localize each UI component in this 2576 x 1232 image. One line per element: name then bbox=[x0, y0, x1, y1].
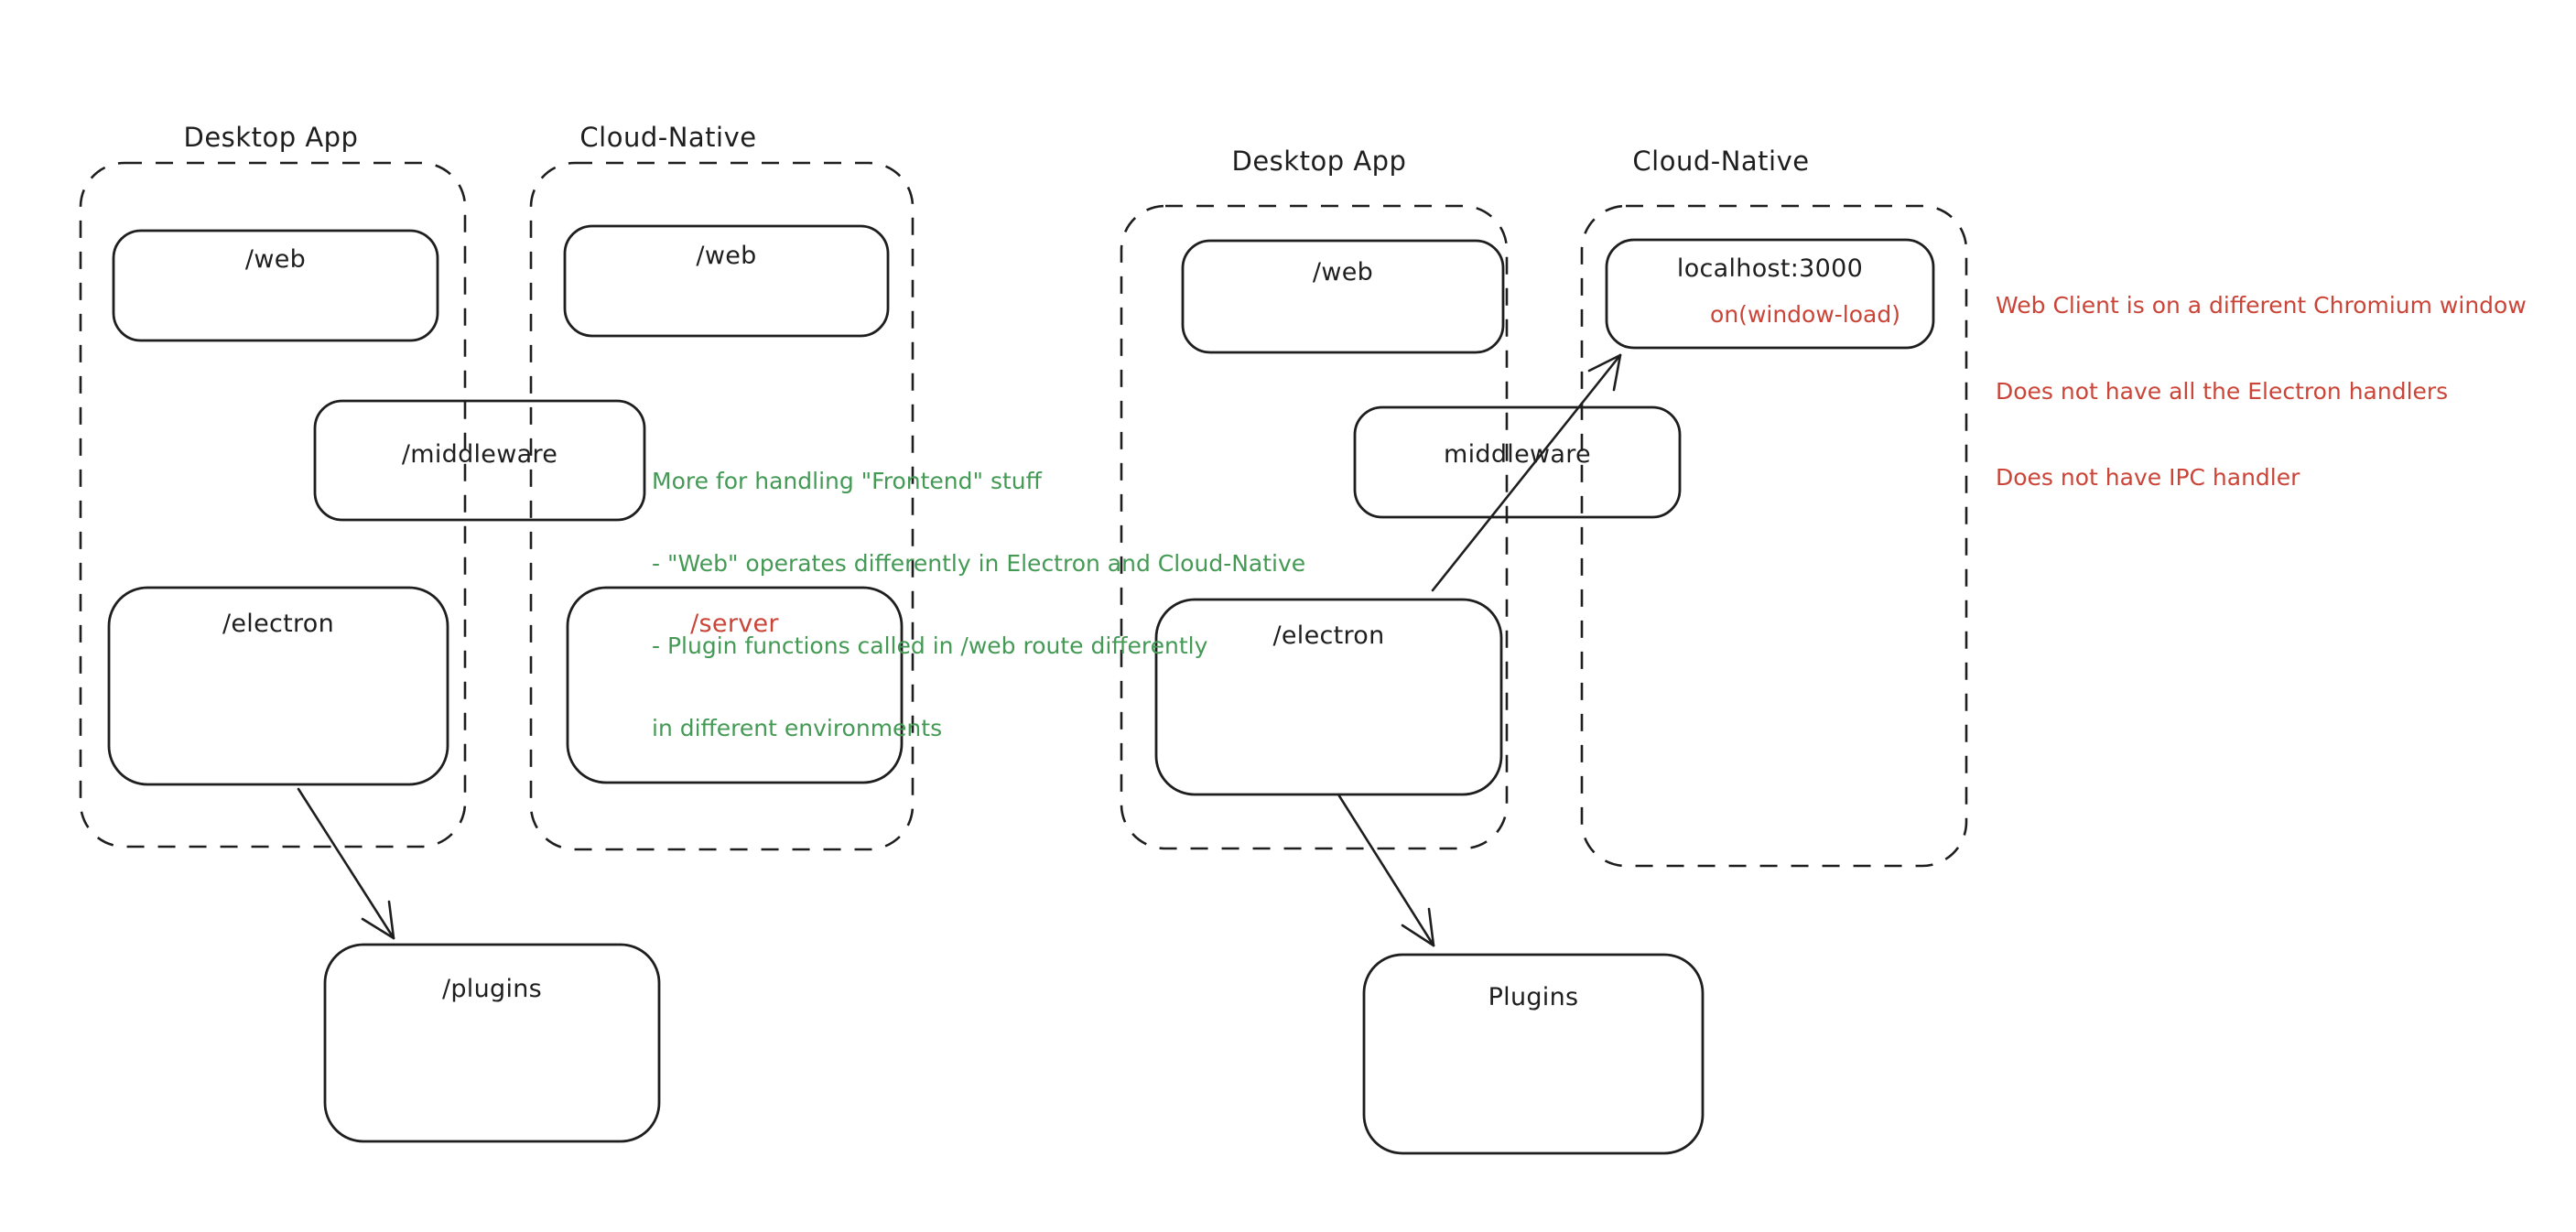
desktop-app-container-right[interactable] bbox=[1120, 204, 1509, 850]
plugins-label-left: /plugins bbox=[441, 975, 543, 1003]
green-annotation-line: More for handling "Frontend" stuff bbox=[652, 468, 1042, 494]
plugins-label-right: Plugins bbox=[1488, 983, 1579, 1011]
electron-box-right[interactable] bbox=[1154, 598, 1503, 796]
middleware-label-right: middleware bbox=[1444, 440, 1591, 469]
desktop-app-container-left[interactable] bbox=[79, 161, 467, 848]
desktop-app-title-right: Desktop App bbox=[1231, 146, 1407, 177]
electron-label-left: /electron bbox=[222, 610, 335, 638]
server-box[interactable] bbox=[566, 586, 904, 784]
middleware-box-left[interactable] bbox=[313, 399, 646, 522]
web-box-right[interactable] bbox=[1181, 239, 1505, 354]
cloud-native-container-right[interactable] bbox=[1580, 204, 1968, 868]
arrow-electron-to-plugins-left[interactable] bbox=[297, 787, 395, 940]
arrow-electron-to-plugins-right[interactable] bbox=[1337, 793, 1435, 947]
green-annotation-line: - "Web" operates differently in Electron… bbox=[652, 550, 1306, 577]
plugins-box-right[interactable] bbox=[1362, 953, 1705, 1155]
server-label: /server bbox=[690, 610, 779, 638]
localhost-label: localhost:3000 bbox=[1676, 254, 1864, 283]
web-label-desktop-left: /web bbox=[244, 245, 307, 274]
green-annotation-line: - Plugin functions called in /web route … bbox=[652, 632, 1208, 659]
red-annotation-line: Web Client is on a different Chromium wi… bbox=[1996, 292, 2527, 319]
middleware-label-left: /middleware bbox=[401, 440, 558, 469]
localhost-box[interactable] bbox=[1605, 238, 1935, 350]
electron-label-right: /electron bbox=[1272, 621, 1385, 650]
red-annotation-line: Does not have all the Electron handlers bbox=[1996, 378, 2449, 405]
desktop-app-title-left: Desktop App bbox=[183, 122, 359, 153]
cloud-native-title-left: Cloud-Native bbox=[579, 122, 757, 153]
green-annotation-line: in different environments bbox=[652, 715, 943, 741]
red-annotation-line: Does not have IPC handler bbox=[1996, 464, 2300, 491]
cloud-native-title-right: Cloud-Native bbox=[1632, 146, 1810, 177]
green-annotation: More for handling "Frontend" stuff - "We… bbox=[652, 414, 1305, 796]
middleware-box-right[interactable] bbox=[1353, 405, 1682, 519]
web-box-cloud-left[interactable] bbox=[563, 224, 890, 338]
web-box-desktop-left[interactable] bbox=[112, 229, 439, 342]
plugins-box-left[interactable] bbox=[323, 943, 661, 1143]
web-label-cloud-left: /web bbox=[696, 242, 757, 270]
cloud-native-container-left[interactable] bbox=[529, 161, 915, 851]
arrow-electron-to-localhost[interactable] bbox=[1431, 353, 1622, 592]
window-load-label: on(window-load) bbox=[1710, 301, 1900, 328]
web-label-right: /web bbox=[1312, 258, 1374, 286]
red-annotation: Web Client is on a different Chromium wi… bbox=[1996, 236, 2527, 547]
electron-box-left[interactable] bbox=[107, 586, 449, 786]
